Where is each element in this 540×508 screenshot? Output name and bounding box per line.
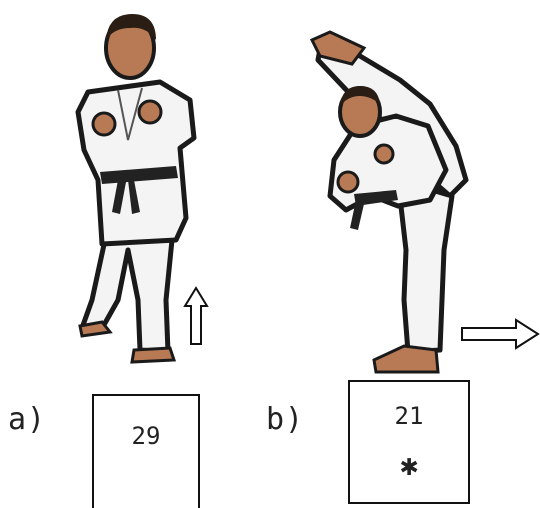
- fighter-b-figure: [312, 32, 466, 372]
- arrow-up-icon: [185, 288, 207, 344]
- panel-a-box: 29: [92, 394, 200, 508]
- panel-a-label: a): [8, 402, 46, 437]
- panel-b-label: b): [266, 402, 304, 437]
- arrow-right-icon: [462, 320, 538, 348]
- panel-a-value: 29: [94, 422, 198, 450]
- panel-b-box: 21 ✱: [348, 380, 470, 504]
- panel-b-value: 21: [350, 402, 468, 430]
- panel-b-mark: ✱: [350, 448, 468, 483]
- fighter-a-figure: [78, 14, 194, 362]
